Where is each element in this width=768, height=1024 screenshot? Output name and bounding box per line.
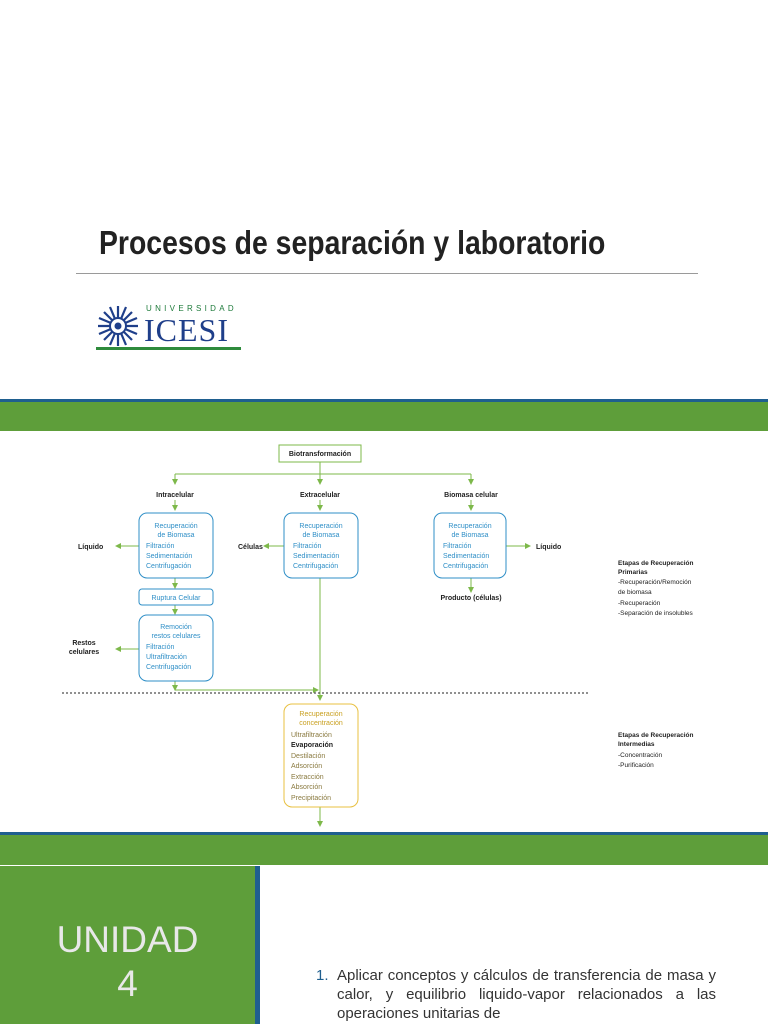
logo-university-text: UNIVERSIDAD	[146, 304, 237, 313]
ruptura-label: Ruptura Celular	[151, 595, 201, 602]
box-intra: Recuperación de Biomasa Filtración Sedim…	[138, 512, 214, 579]
box-intra-heading1: Recuperación	[154, 523, 197, 530]
intermedias-line2: Intermedias	[618, 741, 655, 748]
primarias-line3: -Recuperación/Remoción	[618, 579, 692, 586]
liquido-right-label: Líquido	[536, 544, 561, 551]
remocion-heading2: restos celulares	[151, 633, 201, 640]
concentracion-item1: Ultrafiltración	[291, 732, 332, 739]
box-biomasa: Recuperación de Biomasa Filtración Sedim…	[433, 512, 507, 579]
box-bio-heading1: Recuperación	[448, 523, 491, 530]
etapas-primarias-note: Etapas de Recuperación Primarias -Recupe…	[618, 560, 694, 617]
intermedias-line1: Etapas de Recuperación	[618, 732, 694, 739]
recovery-flow-diagram: Biotransformación Intracelular Extracelu…	[62, 444, 694, 827]
concentracion-item6: Absorción	[291, 784, 322, 791]
box-intra-item1: Filtración	[146, 543, 175, 550]
concentracion-heading2: concentración	[299, 720, 343, 727]
primarias-line2: Primarias	[618, 569, 648, 576]
unidad-label: UNIDAD	[56, 919, 199, 960]
unidad-heading: UNIDAD 4	[0, 918, 255, 1006]
box-extra-item1: Filtración	[293, 543, 322, 550]
top-node-label: Biotransformación	[289, 451, 351, 458]
objective-number: 1.	[316, 967, 329, 984]
unidad-number: 4	[117, 963, 138, 1004]
box-intra-heading2: de Biomasa	[158, 532, 195, 539]
concentracion-item2: Evaporación	[291, 742, 333, 749]
primarias-line1: Etapas de Recuperación	[618, 560, 694, 567]
bottom-green-band	[0, 832, 768, 865]
box-intra-item3: Centrifugación	[146, 563, 191, 570]
page-title: Procesos de separación y laboratorio	[99, 224, 606, 261]
remocion-heading1: Remoción	[160, 624, 192, 631]
intermedias-line3: -Concentración	[618, 752, 662, 759]
primarias-line4: de biomasa	[618, 589, 652, 596]
box-extra-heading2: de Biomasa	[303, 532, 340, 539]
box-bio-item3: Centrifugación	[443, 563, 488, 570]
title-divider	[76, 273, 698, 274]
box-extra-item2: Sedimentación	[293, 553, 339, 560]
logo-name-text: ICESI	[144, 312, 229, 348]
concentracion-item7: Precipitación	[291, 795, 331, 802]
restos-label-1: Restos	[72, 640, 95, 647]
unidad-panel: UNIDAD 4	[0, 866, 260, 1024]
branch-biomasa-label: Biomasa celular	[444, 492, 498, 499]
concentracion-heading1: Recuperación	[299, 711, 342, 718]
restos-label-2: celulares	[69, 649, 99, 656]
liquido-left-label: Líquido	[78, 544, 103, 551]
remocion-item3: Centrifugación	[146, 664, 191, 671]
ruptura-node: Ruptura Celular	[138, 588, 214, 606]
top-green-band	[0, 399, 768, 431]
remocion-item2: Ultrafiltración	[146, 654, 187, 661]
producto-label: Producto (células)	[440, 595, 501, 602]
celulas-label: Células	[238, 544, 263, 551]
box-bio-item1: Filtración	[443, 543, 472, 550]
box-remocion: Remoción restos celulares Filtración Ult…	[138, 614, 214, 682]
box-bio-item2: Sedimentación	[443, 553, 489, 560]
box-extra: Recuperación de Biomasa Filtración Sedim…	[283, 512, 359, 579]
primarias-line5: -Recuperación	[618, 600, 661, 607]
box-bio-heading2: de Biomasa	[452, 532, 489, 539]
logo-underline	[96, 347, 241, 350]
branch-intra-label: Intracelular	[156, 492, 194, 499]
intermedias-line4: -Purificación	[618, 762, 654, 769]
concentracion-item5: Extracción	[291, 774, 324, 781]
box-concentracion: Recuperación concentración Ultrafiltraci…	[283, 703, 359, 808]
university-logo: UNIVERSIDAD ICESI	[96, 302, 246, 352]
primarias-line6: -Separación de insolubles	[618, 610, 694, 617]
remocion-item1: Filtración	[146, 644, 175, 651]
box-intra-item2: Sedimentación	[146, 553, 192, 560]
box-extra-heading1: Recuperación	[299, 523, 342, 530]
concentracion-item3: Destilación	[291, 753, 325, 760]
objective-item: 1. Aplicar conceptos y cálculos de trans…	[316, 966, 716, 1023]
branch-extra-label: Extracelular	[300, 492, 340, 499]
logo-emblem-icon	[98, 306, 138, 346]
etapas-intermedias-note: Etapas de Recuperación Intermedias -Conc…	[618, 732, 694, 769]
concentracion-item4: Adsorción	[291, 763, 322, 770]
objective-text: Aplicar conceptos y cálculos de transfer…	[337, 967, 716, 1022]
box-extra-item3: Centrifugación	[293, 563, 338, 570]
